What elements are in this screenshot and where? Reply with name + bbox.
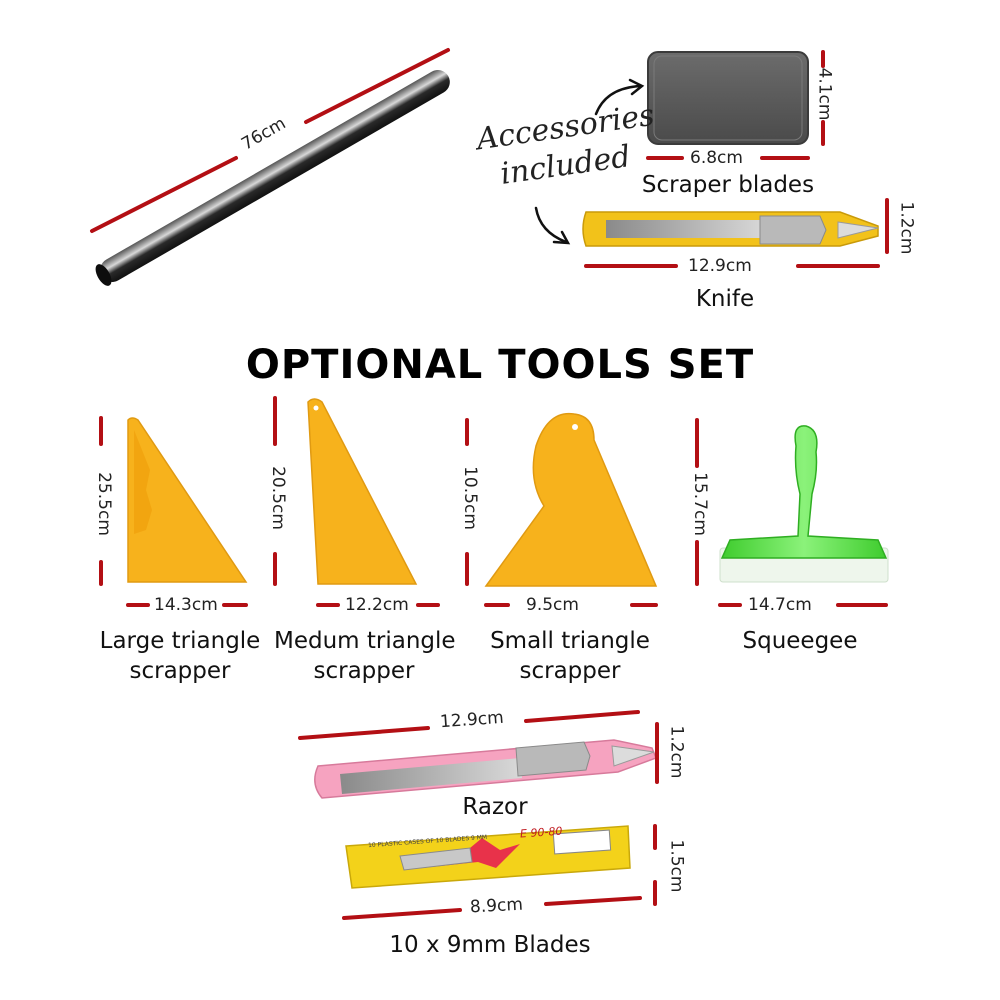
- large-triangle-label-line1: Large triangle: [99, 628, 261, 654]
- blades-label: 10 x 9mm Blades: [389, 932, 591, 958]
- large-triangle-scrapper-image: [127, 417, 248, 583]
- medium-triangle-height-label: 20.5cm: [267, 466, 288, 530]
- squeegee-image: [719, 425, 889, 583]
- squeegee-label: Squeegee: [742, 628, 858, 654]
- blades-length-label: 8.9cm: [469, 894, 524, 918]
- medium-triangle-label-line2: scrapper: [313, 658, 415, 684]
- medium-triangle-width-label: 12.2cm: [345, 595, 409, 615]
- large-triangle-dimension-lines: [99, 416, 248, 607]
- squeegee-height-label: 15.7cm: [689, 472, 710, 536]
- accessories-arrows: [534, 78, 645, 245]
- blades-dimension-lines: [342, 824, 657, 920]
- small-triangle-label-line1: Small triangle: [490, 628, 650, 654]
- large-triangle-height-label: 25.5cm: [93, 472, 114, 536]
- rod-dimension-line: [90, 48, 450, 233]
- small-triangle-dimension-lines: [465, 418, 658, 607]
- scraper-blades-image: [647, 51, 809, 145]
- scraper-blades-dimension-lines: [646, 50, 825, 160]
- large-triangle-width-label: 14.3cm: [154, 595, 218, 615]
- blades-box-image: [345, 825, 631, 889]
- rod-image: [95, 70, 450, 286]
- small-triangle-height-label: 10.5cm: [459, 466, 480, 530]
- razor-label: Razor: [462, 794, 528, 820]
- razor-height-label: 1.2cm: [666, 725, 687, 779]
- medium-triangle-dimension-lines: [273, 396, 440, 607]
- medium-triangle-label-line1: Medum triangle: [274, 628, 456, 654]
- medium-triangle-scrapper-image: [307, 398, 418, 585]
- razor-image: [314, 739, 657, 799]
- squeegee-dimension-lines: [695, 418, 888, 607]
- blades-height-label: 1.5cm: [666, 839, 687, 893]
- squeegee-width-label: 14.7cm: [748, 595, 812, 615]
- page-title: OPTIONAL TOOLS SET: [245, 342, 755, 388]
- knife-height-label: 1.2cm: [896, 201, 917, 255]
- knife-length-label: 12.9cm: [688, 256, 752, 276]
- knife-image: [582, 211, 879, 247]
- small-triangle-label-line2: scrapper: [519, 658, 621, 684]
- razor-dimension-lines: [298, 710, 659, 784]
- large-triangle-label-line2: scrapper: [129, 658, 231, 684]
- scraper-blades-width-label: 6.8cm: [690, 148, 743, 168]
- scraper-blades-label: Scraper blades: [641, 172, 815, 198]
- knife-label: Knife: [695, 286, 755, 312]
- small-triangle-width-label: 9.5cm: [526, 595, 579, 615]
- knife-dimension-lines: [584, 198, 889, 268]
- small-triangle-scrapper-image: [484, 412, 658, 587]
- scraper-blades-height-label: 4.1cm: [814, 67, 835, 121]
